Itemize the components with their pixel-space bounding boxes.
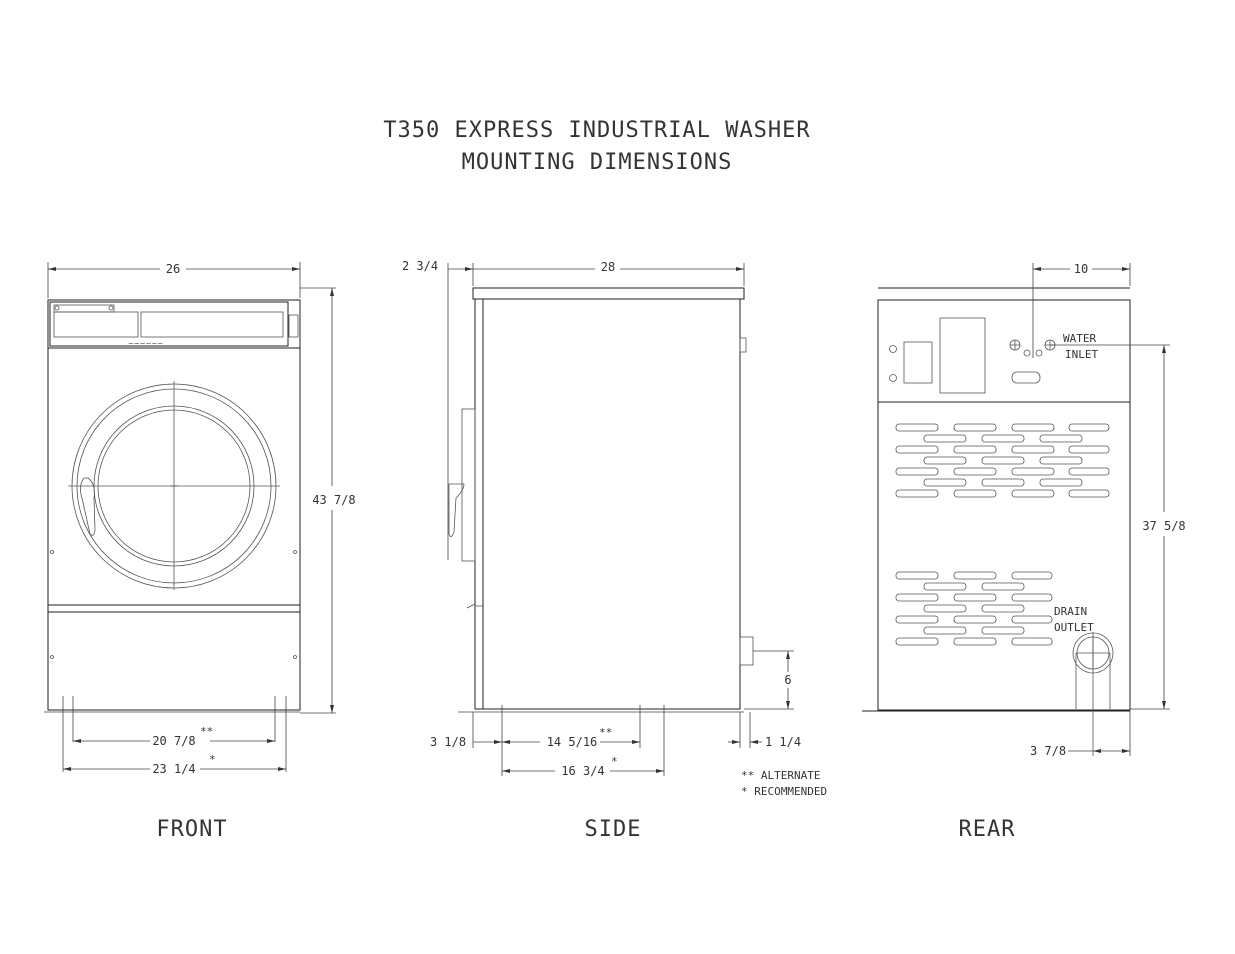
side-top-offset-dim: 2 3/4 bbox=[402, 259, 438, 273]
side-view-label: SIDE bbox=[585, 817, 642, 842]
front-width-dim: 26 bbox=[166, 262, 180, 276]
front-alt-width-dim: 20 7/8 bbox=[152, 734, 195, 748]
front-view: ~~~~~~ 26 43 7/8 bbox=[44, 262, 356, 842]
front-alt-mark: ** bbox=[200, 725, 213, 738]
side-alt-mark: ** bbox=[599, 726, 612, 739]
legend-recommended: * RECOMMENDED bbox=[741, 785, 827, 798]
side-rec-mark: * bbox=[611, 755, 618, 768]
rear-water-inlet-label-2: INLET bbox=[1065, 348, 1098, 361]
drawing-title-line1: T350 EXPRESS INDUSTRIAL WASHER bbox=[383, 118, 810, 143]
rear-view-label: REAR bbox=[959, 817, 1016, 842]
side-rec-depth-dim: 16 3/4 bbox=[561, 764, 604, 778]
front-height-dim: 43 7/8 bbox=[312, 493, 355, 507]
side-left-offset-dim: 3 1/8 bbox=[430, 735, 466, 749]
rear-drain-offset-dim: 3 7/8 bbox=[1030, 744, 1066, 758]
legend-alternate: ** ALTERNATE bbox=[741, 769, 820, 782]
brand-logo: ~~~~~~ bbox=[128, 340, 163, 348]
side-depth-dim: 28 bbox=[601, 260, 615, 274]
front-view-label: FRONT bbox=[156, 817, 227, 842]
rear-water-inlet-label-1: WATER bbox=[1063, 332, 1096, 345]
rear-lower-vents bbox=[895, 571, 1053, 646]
front-rec-width-dim: 23 1/4 bbox=[152, 762, 195, 776]
rear-upper-vents bbox=[895, 423, 1110, 498]
side-alt-depth-dim: 14 5/16 bbox=[547, 735, 598, 749]
rear-inlet-offset-dim: 10 bbox=[1074, 262, 1088, 276]
rear-drain-label-1: DRAIN bbox=[1054, 605, 1087, 618]
side-drain-height-dim: 6 bbox=[784, 673, 791, 687]
side-view: 2 3/4 28 6 3 1/8 14 5/16 ** bbox=[402, 259, 801, 842]
drawing-title-line2: MOUNTING DIMENSIONS bbox=[462, 150, 733, 175]
rear-drain-label-2: OUTLET bbox=[1054, 621, 1094, 634]
rear-inlet-height-dim: 37 5/8 bbox=[1142, 519, 1185, 533]
rear-view: 10 WATER INLET 37 5/8 DRAIN OUTLET 3 7/8… bbox=[862, 262, 1186, 842]
side-right-offset-dim: 1 1/4 bbox=[765, 735, 801, 749]
front-rec-mark: * bbox=[209, 753, 216, 766]
